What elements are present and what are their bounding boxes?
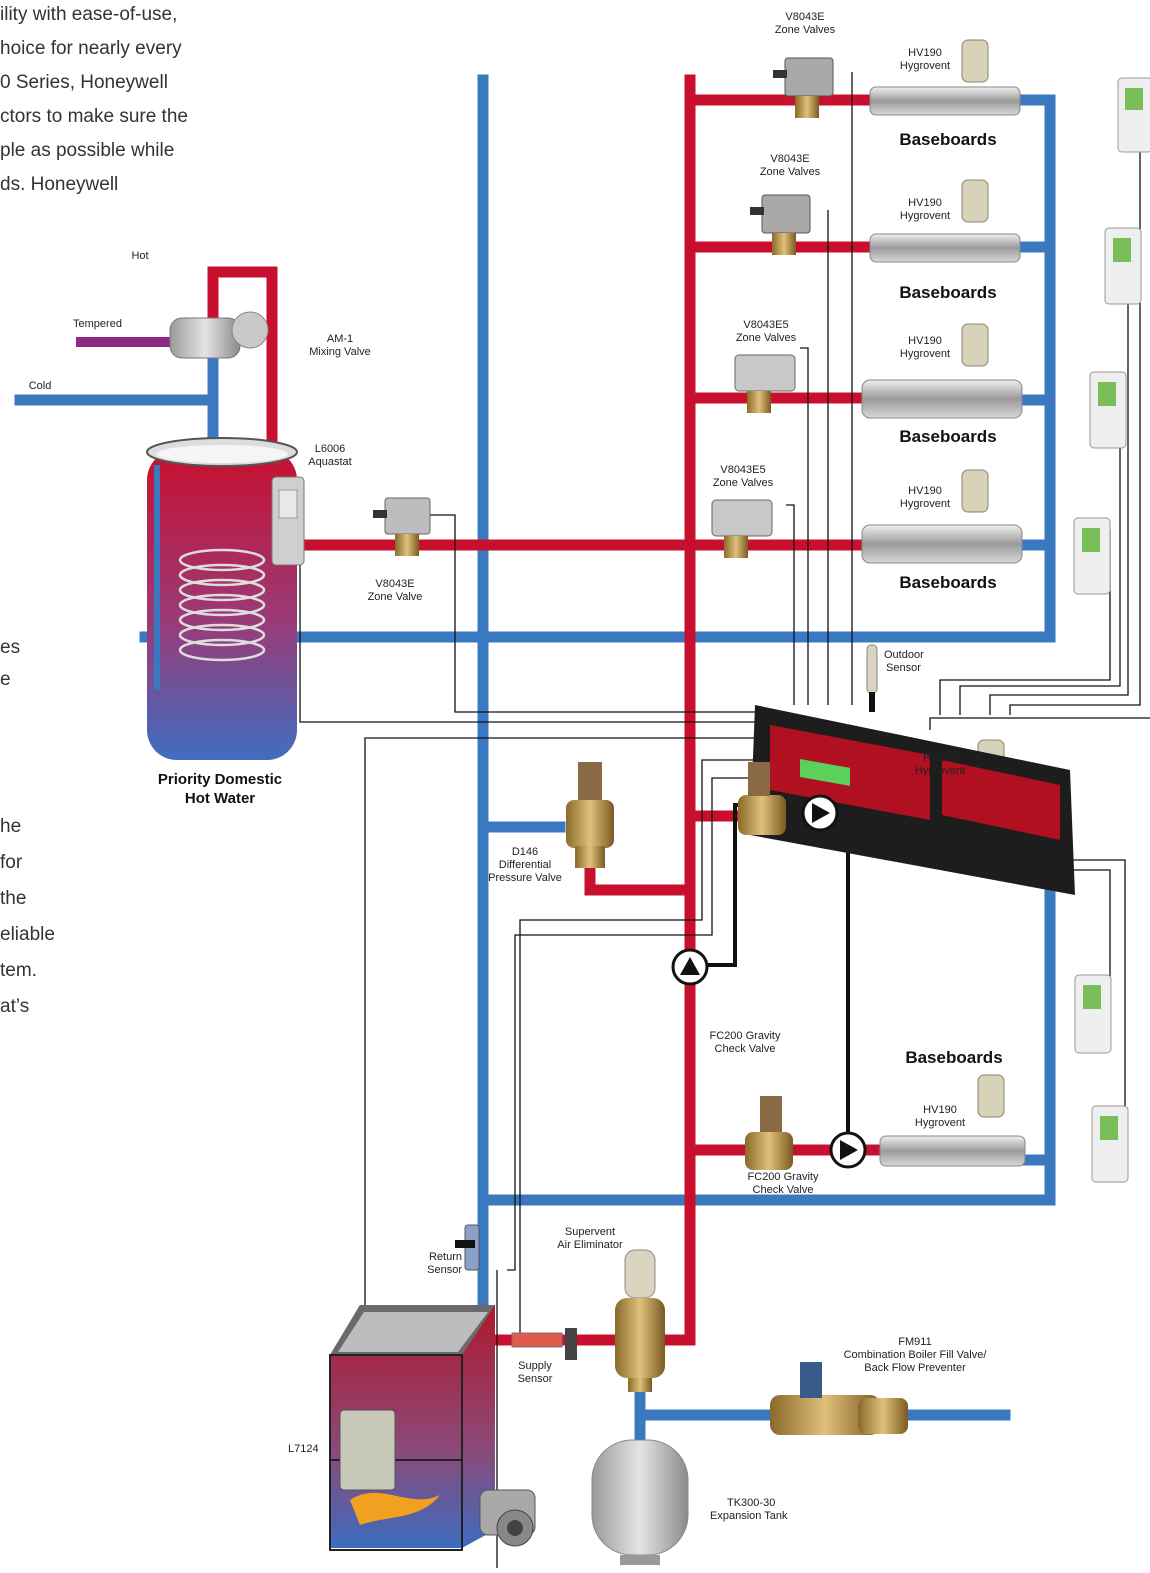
hygrovent-1-model: HV190 [908, 47, 942, 59]
fm911-caption-2: Back Flow Preventer [864, 1362, 966, 1374]
outdoor-sensor [866, 644, 878, 712]
side-text-b2: for [0, 852, 23, 873]
baseboards [861, 86, 1026, 1167]
side-text-a1: es [0, 637, 21, 658]
pdhw-title-1: Priority Domestic [157, 771, 283, 788]
d146-valve [566, 762, 614, 868]
d146-caption-1: Differential [498, 859, 552, 871]
supply-sensor-label-2: Sensor [517, 1373, 553, 1385]
side-text-a2: e [0, 669, 11, 690]
zone-valve-4-caption: Zone Valves [712, 477, 774, 489]
side-text-b6: at’s [0, 996, 30, 1017]
hot-label: Hot [131, 250, 149, 262]
intro-line-6: ds. Honeywell [0, 174, 119, 195]
zone-valve-main-model: V8043E [375, 578, 415, 590]
baseboards-label-3: Baseboards [899, 427, 997, 446]
side-text-b4: eliable [0, 924, 55, 945]
hygrovent-4-caption: Hygrovent [899, 498, 951, 510]
fc200-2-label-1: FC200 Gravity [747, 1171, 819, 1183]
hygrovent-3-caption: Hygrovent [899, 348, 951, 360]
cold-label: Cold [28, 380, 52, 392]
pdhw-title-2: Hot Water [184, 790, 256, 807]
circulator-pumps [671, 794, 867, 1169]
tk300-model: TK300-30 [727, 1497, 776, 1509]
l6006-caption: Aquastat [308, 456, 352, 468]
d146-model: D146 [511, 846, 539, 858]
l7124-label: L7124 [288, 1443, 319, 1455]
zone-control-panel [750, 705, 1075, 895]
hygrovent-6-caption: Hygrovent [914, 1117, 966, 1129]
baseboards-label-1: Baseboards [899, 130, 997, 149]
intro-line-3: 0 Series, Honeywell [0, 72, 168, 93]
hygrovent-5-model: HV190 [923, 752, 957, 764]
zone-valve-3-model: V8043E5 [743, 319, 789, 331]
side-text-b1: he [0, 816, 22, 837]
supply-sensor [511, 1328, 577, 1360]
outdoor-sensor-label-1: Outdoor [884, 649, 924, 661]
supervent-label-1: Supervent [564, 1226, 616, 1238]
air-eliminator [615, 1249, 665, 1392]
fc200-1-label-1: FC200 Gravity [709, 1030, 781, 1042]
hygrovent-6-model: HV190 [923, 1104, 957, 1116]
side-text-b5: tem. [0, 960, 37, 981]
baseboards-label-5: Baseboards [905, 1048, 1003, 1067]
intro-line-2: hoice for nearly every [0, 38, 182, 59]
boiler [329, 1305, 536, 1551]
hygrovent-2-model: HV190 [908, 197, 942, 209]
zone-valve-actuators [373, 57, 834, 558]
return-sensor-label-2: Sensor [427, 1264, 462, 1276]
supervent-label-2: Air Eliminator [557, 1239, 623, 1251]
supply-sensor-label-1: Supply [518, 1360, 552, 1372]
mixing-valve-am1 [169, 311, 269, 359]
baseboards-label-4: Baseboards [899, 573, 997, 592]
hygrovent-1-caption: Hygrovent [899, 60, 951, 72]
intro-line-4: ctors to make sure the [0, 106, 188, 127]
baseboards-label-2: Baseboards [899, 283, 997, 302]
zone-valve-1-caption: Zone Valves [774, 24, 836, 36]
zone-valve-3-caption: Zone Valves [735, 332, 797, 344]
am1-model: AM-1 [326, 333, 354, 345]
zone-valve-2-model: V8043E [770, 153, 810, 165]
outdoor-sensor-label-2: Sensor [886, 662, 921, 674]
control-wiring [299, 72, 1150, 1573]
fc200-1-label-2: Check Valve [714, 1043, 776, 1055]
hygrovent-2-caption: Hygrovent [899, 210, 951, 222]
dhw-tank [146, 437, 298, 760]
return-sensor [455, 1224, 480, 1271]
hygrovent-4-model: HV190 [908, 485, 942, 497]
check-valves [738, 762, 793, 1170]
d146-caption-2: Pressure Valve [488, 872, 562, 884]
zone-valve-1-model: V8043E [785, 11, 825, 23]
zone-valve-4-model: V8043E5 [720, 464, 766, 476]
tk300-caption: Expansion Tank [710, 1510, 788, 1522]
zone-valve-main-caption: Zone Valve [367, 591, 423, 603]
hygrovent-3-model: HV190 [908, 335, 942, 347]
fm911-caption-1: Combination Boiler Fill Valve/ [843, 1349, 987, 1361]
intro-line-1: ility with ease-of-use, [0, 4, 178, 25]
zone-valve-2-caption: Zone Valves [759, 166, 821, 178]
fm911-model: FM911 [898, 1336, 932, 1348]
tempered-label: Tempered [73, 318, 122, 330]
aquastat-l6006 [271, 476, 305, 566]
l6006-model: L6006 [314, 443, 346, 455]
hygrovent-5-caption: Hygrovent [914, 765, 966, 777]
side-text-b3: the [0, 888, 27, 909]
am1-caption: Mixing Valve [309, 346, 371, 358]
fill-valve-fm911 [770, 1362, 908, 1435]
intro-line-5: ple as possible while [0, 140, 175, 161]
fc200-2-label-2: Check Valve [752, 1184, 814, 1196]
return-sensor-label-1: Return [428, 1251, 462, 1263]
thermostats [1073, 77, 1150, 1183]
expansion-tank [591, 1439, 689, 1565]
